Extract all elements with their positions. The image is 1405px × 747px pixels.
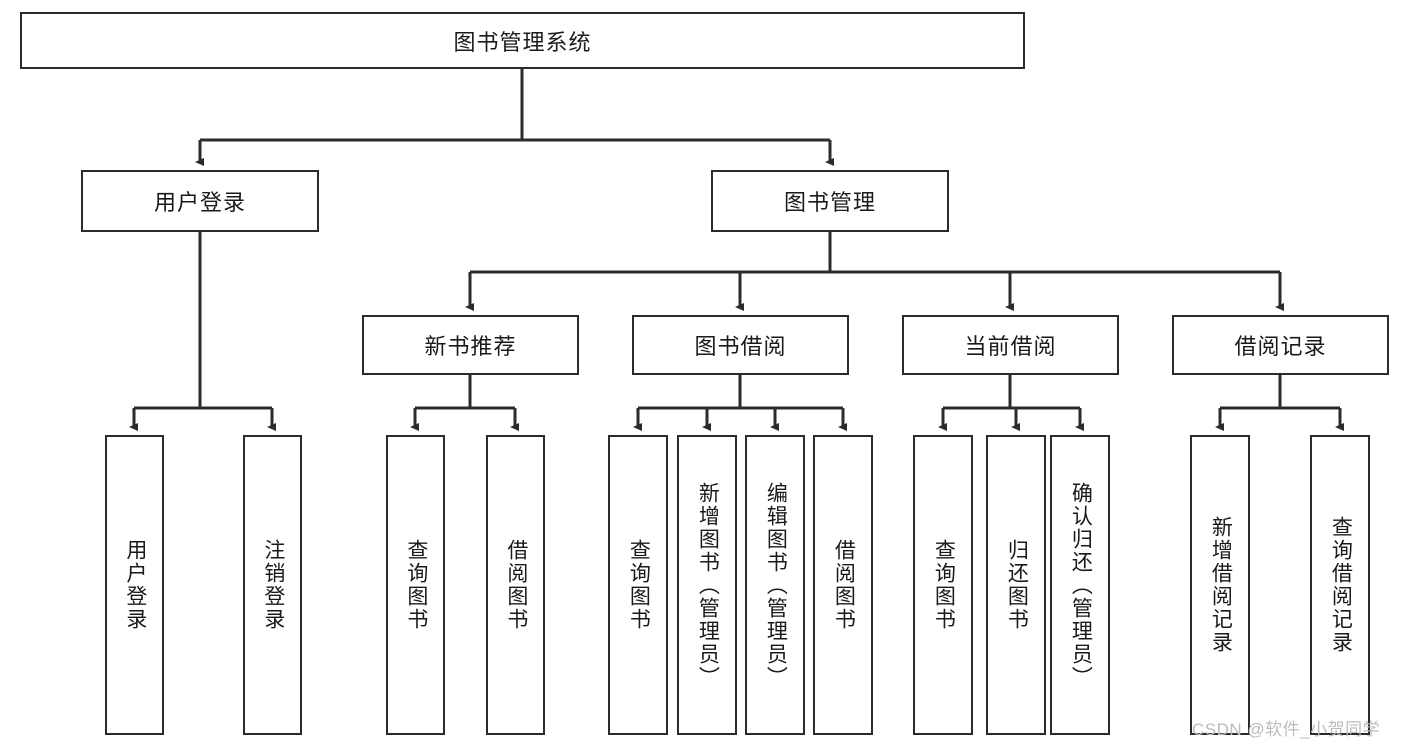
- node-borrow-record-label: 借阅记录: [1234, 334, 1327, 359]
- leaf-label: 查询图书: [404, 539, 428, 631]
- leaf-query-book-current[interactable]: 查询图书: [913, 435, 973, 735]
- leaf-add-book-admin[interactable]: 新增图书（管理员）: [677, 435, 737, 735]
- node-root-label: 图书管理系统: [453, 29, 592, 55]
- node-current-borrow[interactable]: 当前借阅: [902, 315, 1119, 375]
- leaf-label: 用户登录: [123, 539, 147, 631]
- leaf-confirm-return-admin[interactable]: 确认归还（管理员）: [1050, 435, 1110, 735]
- leaf-label: 注销登录: [261, 539, 285, 631]
- node-book-borrow-label: 图书借阅: [694, 334, 787, 359]
- leaf-label: 借阅图书: [504, 539, 528, 631]
- leaf-label: 查询图书: [627, 539, 651, 631]
- leaf-label: 新增借阅记录: [1209, 516, 1233, 654]
- node-new-book-recommend[interactable]: 新书推荐: [362, 315, 579, 375]
- node-book-management[interactable]: 图书管理: [711, 170, 949, 232]
- leaf-add-borrow-record[interactable]: 新增借阅记录: [1190, 435, 1250, 735]
- leaf-label: 查询图书: [932, 539, 956, 631]
- node-user-login-label: 用户登录: [153, 190, 246, 215]
- leaf-label: 编辑图书（管理员）: [764, 481, 788, 689]
- leaf-label: 确认归还（管理员）: [1069, 481, 1093, 689]
- leaf-return-book[interactable]: 归还图书: [986, 435, 1046, 735]
- leaf-query-book-recommend[interactable]: 查询图书: [386, 435, 445, 735]
- node-borrow-record[interactable]: 借阅记录: [1172, 315, 1389, 375]
- leaf-borrow-book-recommend[interactable]: 借阅图书: [486, 435, 545, 735]
- node-book-management-label: 图书管理: [783, 190, 876, 215]
- leaf-label: 借阅图书: [832, 539, 856, 631]
- leaf-label: 归还图书: [1005, 539, 1029, 631]
- node-new-book-recommend-label: 新书推荐: [424, 334, 517, 359]
- leaf-edit-book-admin[interactable]: 编辑图书（管理员）: [745, 435, 805, 735]
- node-current-borrow-label: 当前借阅: [964, 334, 1057, 359]
- node-book-borrow[interactable]: 图书借阅: [632, 315, 849, 375]
- leaf-borrow-book[interactable]: 借阅图书: [813, 435, 873, 735]
- leaf-user-login[interactable]: 用户登录: [105, 435, 164, 735]
- leaf-query-borrow-record[interactable]: 查询借阅记录: [1310, 435, 1370, 735]
- leaf-label: 查询借阅记录: [1329, 516, 1353, 654]
- node-root[interactable]: 图书管理系统: [20, 12, 1025, 69]
- leaf-query-book-borrow[interactable]: 查询图书: [608, 435, 668, 735]
- csdn-watermark: CSDN @软件_小贺同学: [1192, 720, 1381, 739]
- node-user-login[interactable]: 用户登录: [81, 170, 319, 232]
- leaf-label: 新增图书（管理员）: [696, 481, 720, 689]
- leaf-logout-login[interactable]: 注销登录: [243, 435, 302, 735]
